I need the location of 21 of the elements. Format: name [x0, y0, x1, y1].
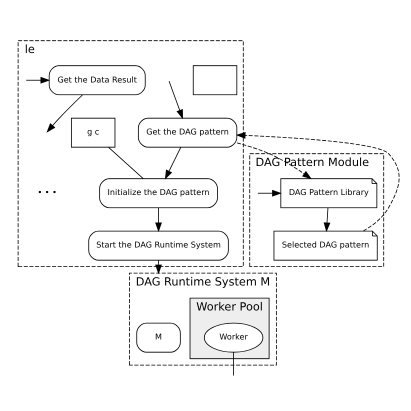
arrow: [324, 208, 330, 232]
arrow: [26, 76, 50, 84]
node-box: g c: [70, 118, 116, 148]
arrow: [236, 142, 312, 180]
node-box: Start the DAG Runtime System: [88, 230, 229, 261]
node-ellipse: Worker: [204, 322, 264, 353]
node-box: [192, 65, 238, 96]
connector: [108, 147, 144, 179]
node-box: Initialize the DAG pattern: [99, 178, 218, 208]
label: • • •: [37, 188, 57, 198]
arrow: [236, 132, 400, 232]
connector: [233, 352, 234, 376]
arrow: [155, 260, 162, 274]
node-box: M: [136, 322, 181, 353]
arrow: [46, 94, 83, 133]
arrow: [155, 208, 162, 232]
arrow: [168, 80, 183, 120]
node-box: Get the Data Result: [48, 65, 146, 96]
arrow: [257, 190, 282, 197]
node-box: Get the DAG pattern: [138, 118, 238, 148]
arrow: [164, 147, 182, 180]
